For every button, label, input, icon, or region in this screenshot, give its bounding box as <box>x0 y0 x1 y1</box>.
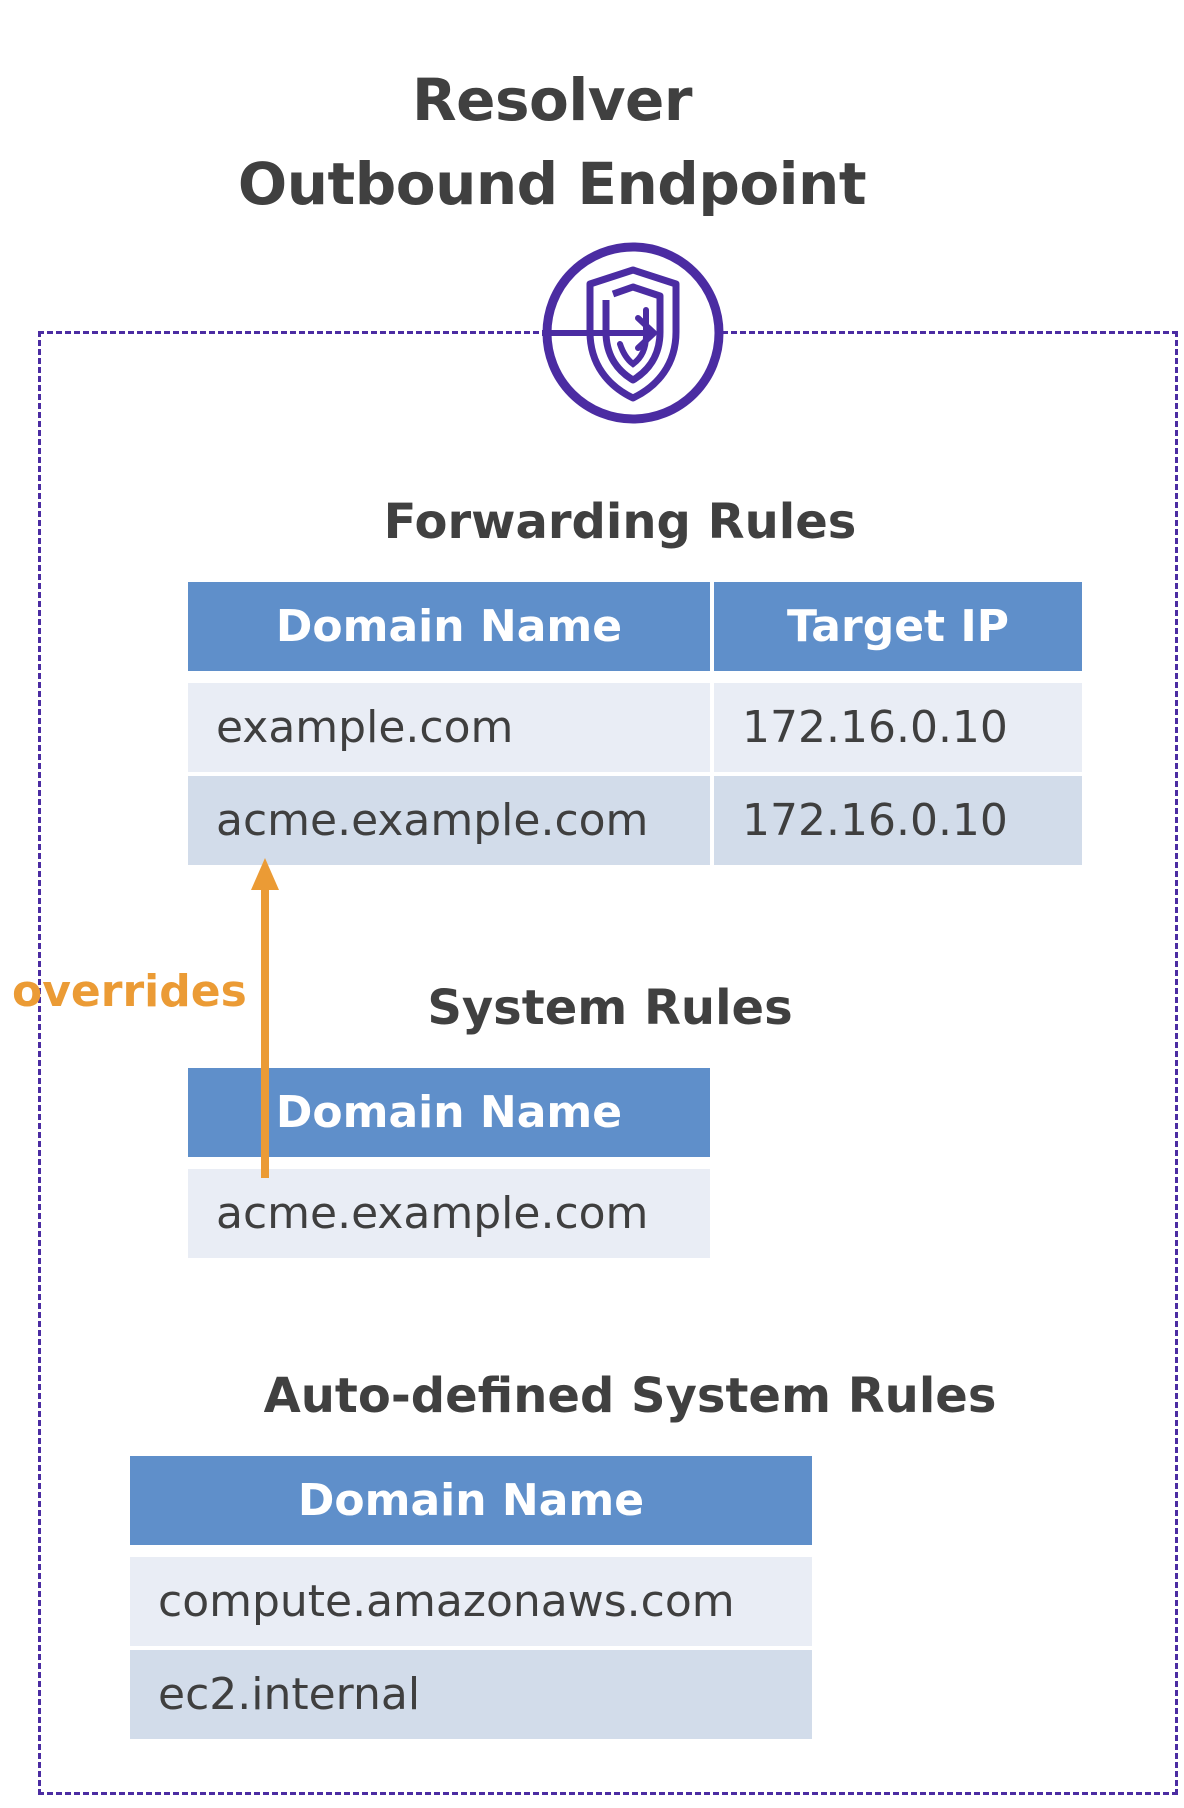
domain-name-cell: example.com <box>188 683 710 772</box>
domain-name-cell: compute.amazonaws.com <box>130 1557 812 1646</box>
overrides-arrow <box>251 858 279 1178</box>
resolver-outbound-endpoint-icon <box>542 242 724 424</box>
forwarding-rules-table: Domain Name Target IP example.com 172.16… <box>184 578 1086 869</box>
column-header-domain-name: Domain Name <box>188 1068 710 1157</box>
target-ip-cell: 172.16.0.10 <box>714 683 1082 772</box>
domain-name-cell: acme.example.com <box>188 776 710 865</box>
table-row: example.com 172.16.0.10 <box>188 683 1082 772</box>
table-row: acme.example.com <box>188 1169 710 1258</box>
forwarding-rules-title: Forwarding Rules <box>383 494 857 550</box>
column-header-domain-name: Domain Name <box>188 582 710 671</box>
table-row: acme.example.com 172.16.0.10 <box>188 776 1082 865</box>
domain-name-cell: acme.example.com <box>188 1169 710 1258</box>
overrides-label: overrides <box>12 966 247 1017</box>
target-ip-cell: 172.16.0.10 <box>714 776 1082 865</box>
title-line-1: Resolver <box>412 66 693 134</box>
domain-name-cell: ec2.internal <box>130 1650 812 1739</box>
system-rules-title: System Rules <box>427 980 793 1036</box>
table-row: compute.amazonaws.com <box>130 1557 812 1646</box>
column-header-domain-name: Domain Name <box>130 1456 812 1545</box>
system-rules-table: Domain Name acme.example.com <box>184 1064 714 1262</box>
title-line-2: Outbound Endpoint <box>237 150 867 218</box>
column-header-target-ip: Target IP <box>714 582 1082 671</box>
auto-defined-system-rules-title: Auto-defined System Rules <box>263 1368 997 1424</box>
auto-defined-system-rules-table: Domain Name compute.amazonaws.com ec2.in… <box>126 1452 816 1743</box>
table-row: ec2.internal <box>130 1650 812 1739</box>
